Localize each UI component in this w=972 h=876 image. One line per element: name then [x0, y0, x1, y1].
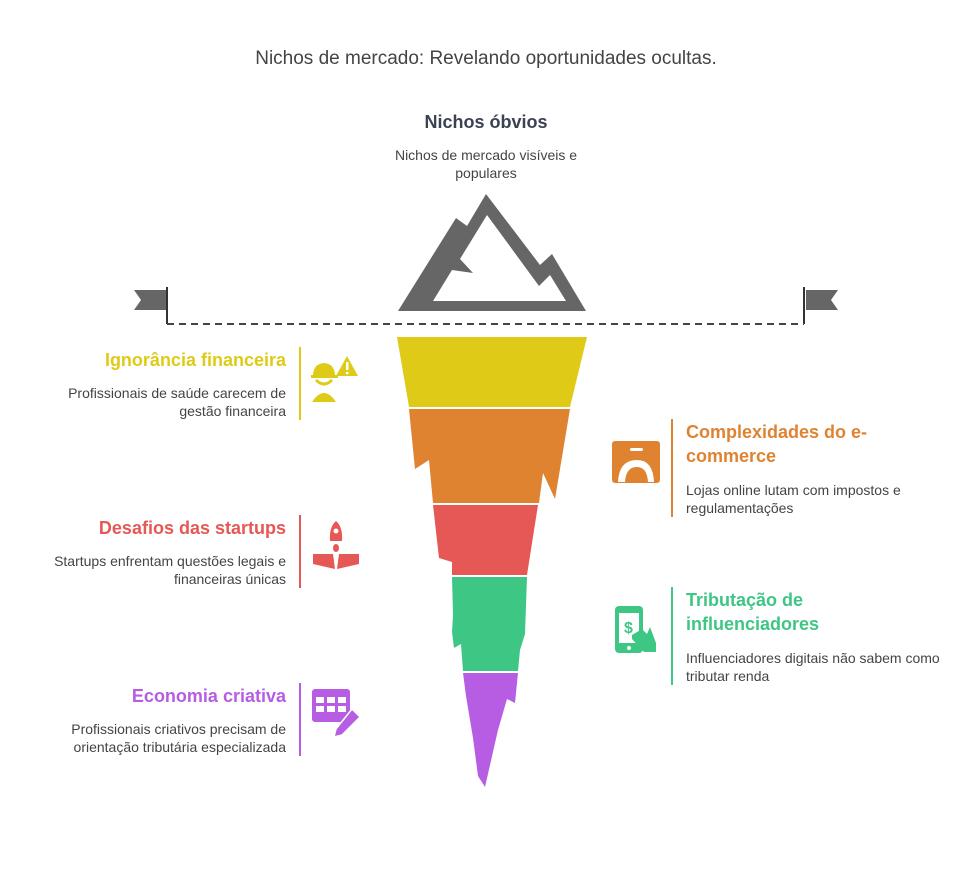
ecommerce-icon	[612, 441, 660, 483]
layer-green	[452, 577, 527, 671]
top-desc: Nichos de mercado visíveis e populares	[394, 147, 578, 181]
top-heading: Nichos óbvios	[424, 112, 548, 132]
accent-bar	[671, 587, 673, 685]
item-desc: Influenciadores digitais não sabem como …	[686, 650, 940, 684]
svg-text:$: $	[624, 620, 633, 637]
item-desc: Lojas online lutam com impostos e regula…	[686, 482, 901, 516]
accent-bar	[299, 683, 301, 756]
layer-yellow	[397, 337, 587, 407]
accent-bar	[671, 419, 673, 517]
item-heading: Economia criativa	[131, 686, 286, 706]
accent-bar	[299, 515, 301, 588]
flag-right-icon	[803, 287, 838, 324]
page-title: Nichos de mercado: Revelando oportunidad…	[255, 48, 717, 69]
table-pencil-icon	[312, 689, 362, 739]
item-desc: Startups enfrentam questões legais e fin…	[54, 553, 286, 587]
mountain-icon	[398, 194, 586, 311]
phone-dollar-icon: $	[615, 606, 656, 653]
layer-orange	[409, 409, 570, 503]
rocket-box-icon	[313, 521, 359, 569]
flag-left-icon	[134, 287, 168, 324]
accent-bar	[299, 347, 301, 420]
item-desc: Profissionais criativos precisam de orie…	[71, 721, 286, 755]
layer-purple	[463, 673, 518, 787]
item-heading: Tributação de influenciadores	[686, 590, 820, 634]
item-heading: Complexidades do e-commerce	[686, 422, 868, 466]
item-desc: Profissionais de saúde carecem de gestão…	[68, 385, 286, 419]
worker-warning-icon	[311, 356, 358, 402]
layer-red	[433, 505, 538, 575]
item-heading: Ignorância financeira	[104, 350, 286, 370]
item-heading: Desafios das startups	[98, 518, 286, 538]
